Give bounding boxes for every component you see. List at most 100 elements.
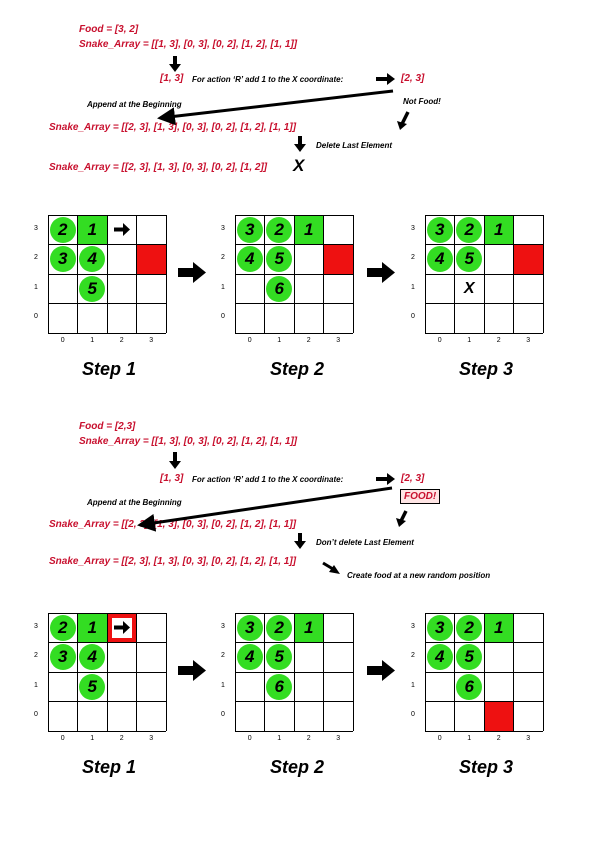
x-axis-tick-label: 2 (119, 735, 124, 742)
snake-body-segment: 4 (79, 246, 106, 273)
top-append-label: Append at the Beginning (87, 100, 182, 109)
snake-body-segment: 3 (426, 614, 453, 641)
grid-line (136, 215, 137, 333)
y-axis-tick-label: 1 (34, 283, 38, 291)
grid-line (425, 332, 543, 334)
y-axis-tick-label: 0 (221, 313, 225, 321)
top-snake-final: Snake_Array = [[2, 3], [1, 3], [0, 3], [… (49, 162, 268, 173)
y-axis-tick-label: 0 (221, 711, 225, 719)
snake-body-segment: 2 (456, 216, 483, 243)
food-cell (484, 701, 514, 731)
snake-body-segment: 2 (266, 216, 293, 243)
y-axis-tick-label: 0 (34, 313, 38, 321)
snake-body-segment: 4 (426, 644, 453, 671)
bottom-snake-initial: Snake_Array = [[1, 3], [0, 3], [0, 2], [… (79, 436, 298, 447)
grid-line (352, 613, 354, 731)
x-axis-tick-label: 1 (90, 337, 95, 344)
x-axis-tick-label: 2 (496, 735, 501, 742)
grid-line (48, 701, 166, 702)
step-label: Step 1 (82, 359, 137, 379)
top-append-arrow (157, 89, 394, 126)
step-arrow (367, 262, 395, 283)
x-axis-tick-label: 0 (437, 735, 442, 742)
grid-line (513, 613, 514, 731)
x-axis-tick-label: 2 (496, 337, 501, 344)
x-axis-tick-label: 1 (277, 337, 282, 344)
x-axis-tick-label: 3 (149, 735, 154, 742)
y-axis-tick-label: 2 (221, 254, 225, 262)
grid-line (235, 730, 353, 732)
x-axis-tick-label: 1 (90, 735, 95, 742)
snake-body-segment: 3 (236, 216, 263, 243)
grid-line (425, 273, 543, 275)
x-axis-tick-label: 1 (467, 337, 472, 344)
top-down-arrow-2 (294, 136, 306, 152)
x-axis-tick-label: 0 (247, 337, 252, 344)
x-axis-tick-label: 3 (336, 337, 341, 344)
snake-head-cell: 1 (294, 215, 324, 245)
grid-line (542, 613, 544, 731)
bottom-action-text: For action ‘R’ add 1 to the X coordinate… (192, 475, 344, 484)
top-right-arrow (376, 73, 395, 85)
y-axis-tick-label: 2 (411, 254, 415, 262)
bottom-new-head: [2, 3] (401, 473, 425, 484)
x-axis-tick-label: 2 (306, 735, 311, 742)
snake-body-segment: 4 (426, 246, 453, 273)
snake-body-segment: 2 (456, 614, 483, 641)
y-axis-tick-label: 2 (34, 652, 38, 660)
step-label: Step 2 (270, 757, 325, 777)
y-axis-tick-label: 2 (411, 652, 415, 660)
snake-body-segment: 5 (456, 246, 483, 273)
snake-body-segment: 4 (236, 644, 263, 671)
snake-body-segment: 3 (49, 246, 76, 273)
snake-body-segment: 5 (266, 246, 293, 273)
removed-tail-mark: X (463, 280, 475, 297)
grid-line (425, 730, 543, 732)
y-axis-tick-label: 0 (411, 313, 415, 321)
bottom-snake-final: Snake_Array = [[2, 3], [1, 3], [0, 3], [… (49, 556, 297, 567)
bottom-create-food-label: Create food at a new random position (347, 571, 491, 580)
grid-line (235, 332, 353, 334)
y-axis-tick-label: 3 (34, 224, 38, 232)
grid-line (425, 671, 543, 673)
grid-line (323, 215, 324, 333)
step-label: Step 1 (82, 757, 137, 777)
grid-line (165, 215, 167, 333)
x-axis-tick-label: 0 (437, 337, 442, 344)
food-cell (513, 244, 543, 274)
y-axis-tick-label: 0 (411, 711, 415, 719)
bottom-diag-arrow (396, 510, 408, 527)
grid-line (235, 671, 353, 673)
top-delete-label: Delete Last Element (316, 141, 393, 150)
snake-body-segment: 5 (266, 644, 293, 671)
step-arrow (367, 660, 395, 681)
step-arrow (178, 660, 206, 681)
snake-head-cell: 1 (484, 215, 514, 245)
snake-body-segment: 3 (49, 644, 76, 671)
step-arrow (178, 262, 206, 283)
top-new-head: [2, 3] (401, 73, 425, 84)
bottom-head-coord: [1, 3] (160, 473, 184, 484)
y-axis-tick-label: 1 (411, 283, 415, 291)
top-down-arrow-1 (169, 56, 181, 72)
bottom-food-badge: FOOD! (400, 489, 441, 504)
y-axis-tick-label: 2 (221, 652, 225, 660)
x-axis-tick-label: 3 (526, 337, 531, 344)
x-axis-tick-label: 2 (306, 337, 311, 344)
step-label: Step 2 (270, 359, 325, 379)
snake-body-segment: 4 (79, 644, 106, 671)
grid-line (352, 215, 354, 333)
grid-line (136, 613, 137, 731)
snake-body-segment: 5 (79, 275, 106, 302)
y-axis-tick-label: 1 (221, 283, 225, 291)
top-not-food: Not Food! (403, 97, 441, 106)
snake-head-cell: 1 (484, 613, 514, 643)
top-head-coord: [1, 3] (160, 73, 184, 84)
x-axis-tick-label: 0 (60, 337, 65, 344)
snake-body-segment: 2 (266, 614, 293, 641)
snake-body-segment: 6 (266, 673, 293, 700)
grid-line (542, 215, 544, 333)
